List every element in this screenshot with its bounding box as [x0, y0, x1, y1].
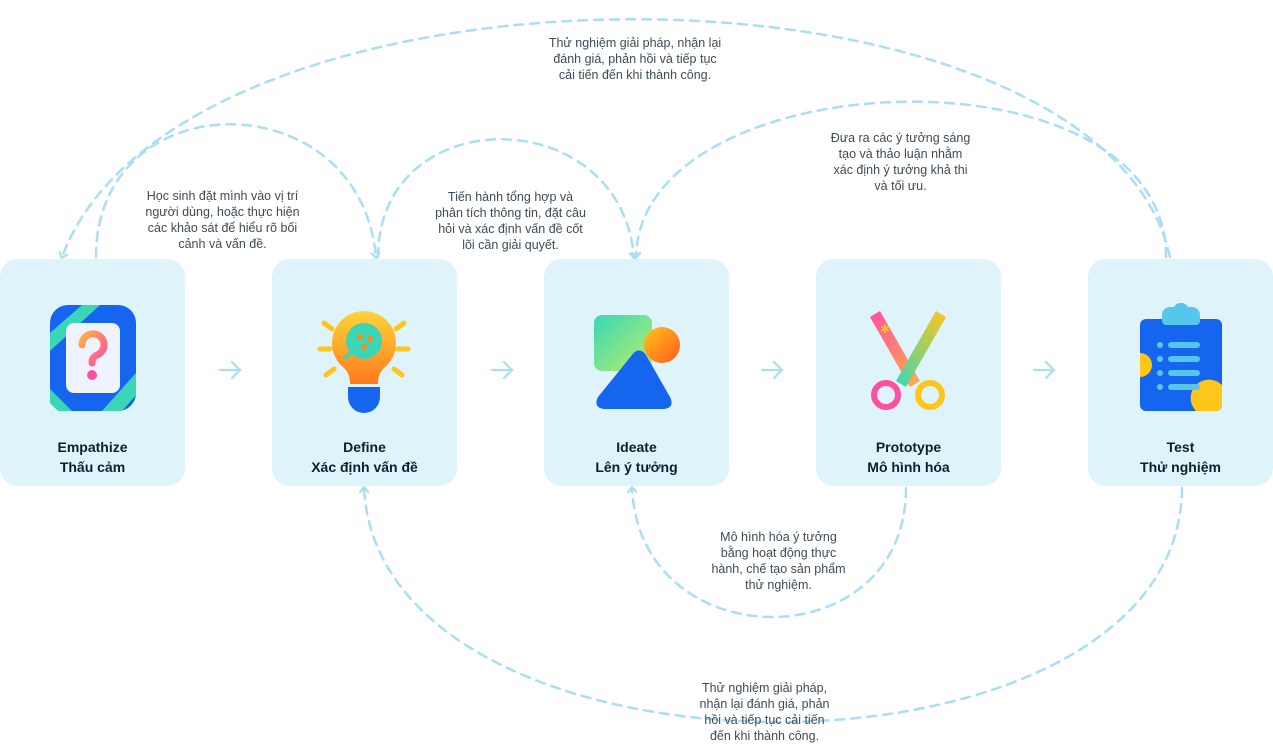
- stage-subtitle: Xác định vấn đề: [311, 459, 418, 475]
- loop-test-to-ideate: [636, 100, 1168, 257]
- stage-card-ideate: Ideate Lên ý tưởng: [544, 259, 729, 486]
- stage-subtitle: Thấu cảm: [59, 459, 126, 475]
- note-ideate: Đưa ra các ý tưởng sáng tạo và thảo luận…: [830, 131, 971, 193]
- stage-title: Ideate: [616, 439, 657, 455]
- note-empathize: Học sinh đặt mình vào vị trí người dùng,…: [145, 189, 300, 251]
- arrow-right-icon: [1032, 360, 1056, 380]
- stage-subtitle: Thử nghiệm: [1140, 459, 1221, 475]
- loop-ideate-to-define: [376, 138, 634, 257]
- stage-title: Define: [343, 439, 386, 455]
- note-test-top: Thử nghiệm giải pháp, nhận lại đánh giá,…: [548, 36, 722, 82]
- scissors-icon: ✱: [858, 303, 958, 415]
- stage-title: Test: [1166, 439, 1195, 455]
- note-define: Tiến hành tổng hợp và phân tích thông ti…: [435, 190, 586, 252]
- loop-define-to-empathize: [94, 123, 376, 257]
- note-prototype: Mô hình hóa ý tưởng bằng hoạt động thực …: [711, 530, 846, 592]
- stage-card-prototype: ✱ Prototype Mô hình hóa: [816, 259, 1001, 486]
- clipboard-icon: [1130, 303, 1230, 415]
- stage-card-test: Test Thử nghiệm: [1088, 259, 1273, 486]
- svg-text:✱: ✱: [880, 322, 890, 336]
- loop-test-to-define-bottom: [364, 488, 1184, 724]
- question-card-icon: [42, 303, 142, 415]
- stage-card-empathize: Empathize Thấu cảm: [0, 259, 185, 486]
- shapes-icon: [586, 303, 686, 415]
- stage-card-define: Define Xác định vấn đề: [272, 259, 457, 486]
- stage-subtitle: Lên ý tưởng: [595, 459, 678, 475]
- loop-test-to-empathize-top: [62, 18, 1172, 257]
- stage-subtitle: Mô hình hóa: [867, 459, 950, 475]
- note-test-bottom: Thử nghiệm giải pháp, nhận lại đánh giá,…: [699, 681, 830, 743]
- lightbulb-icon: [314, 303, 414, 415]
- arrow-right-icon: [218, 360, 242, 380]
- loop-prototype-to-ideate: [632, 488, 908, 619]
- stage-title: Empathize: [57, 439, 128, 455]
- arrow-right-icon: [490, 360, 514, 380]
- stage-title: Prototype: [875, 439, 942, 455]
- arrow-right-icon: [760, 360, 784, 380]
